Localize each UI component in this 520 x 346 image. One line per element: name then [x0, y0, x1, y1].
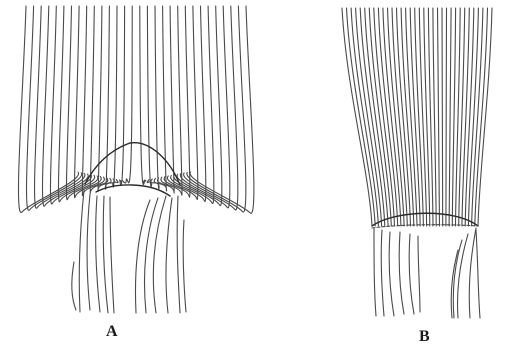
panel-a-left-stem [87, 194, 90, 310]
panel-a-outer-stem [72, 262, 76, 310]
panel-a-left-stem [110, 197, 114, 313]
panel-a-drawing [18, 6, 253, 313]
panel-a-left-stem [96, 196, 100, 312]
panel-b-lower-stems [374, 228, 480, 318]
panel-b-fiber [351, 8, 378, 226]
panel-a-right-stem [177, 196, 180, 313]
panel-a-upper-fibers [18, 6, 253, 213]
panel-a-fiber [18, 6, 78, 213]
panel-a-fiber [140, 6, 146, 185]
panel-b-fiber [452, 8, 455, 226]
panel-b-left-stem [389, 232, 394, 316]
panel-b-fiber [462, 8, 469, 226]
panel-a-outer-stem [183, 220, 186, 312]
panel-b-fiber [438, 8, 440, 226]
panel-a-fiber [164, 6, 190, 197]
panel-b-fiber [442, 8, 443, 226]
panel-b-left-stem [381, 230, 384, 316]
panel-a-right-stem [166, 198, 172, 313]
panel-b-label: B [419, 329, 430, 345]
panel-b-right-stem [457, 234, 468, 318]
panel-b-fiber [449, 8, 451, 226]
panel-b-fiber [419, 8, 426, 226]
panel-b-left-stem [418, 236, 420, 312]
panel-b-left-stem [399, 232, 404, 314]
panel-a-label: A [106, 324, 118, 340]
panel-a-fiber [147, 6, 152, 187]
panel-b-drawing [342, 8, 492, 318]
panel-a-lower-stems [72, 190, 186, 313]
panel-a-left-stem [103, 196, 108, 313]
panel-b-fiber [433, 8, 436, 226]
panel-b-upper-fibers [342, 8, 492, 226]
panel-b-right-stem [469, 228, 476, 318]
panel-a-right-stem [136, 200, 150, 313]
panel-b-outer-stem [476, 230, 480, 318]
panel-a-fiber [105, 6, 114, 189]
panel-b-left-stem [409, 234, 414, 314]
panel-a-right-stem [145, 198, 159, 313]
panel-a-fiber [74, 6, 101, 198]
panel-b-fiber [446, 8, 447, 226]
panel-b-left-stem [374, 228, 376, 316]
panel-b-fiber [392, 8, 407, 226]
panel-a-fiber [120, 6, 125, 185]
panel-a-fiber [113, 6, 118, 187]
panel-a-left-stem [79, 190, 84, 312]
panel-a-fiber [151, 6, 159, 189]
panel-a-right-stem [153, 196, 166, 313]
panel-b-fiber [478, 8, 492, 226]
